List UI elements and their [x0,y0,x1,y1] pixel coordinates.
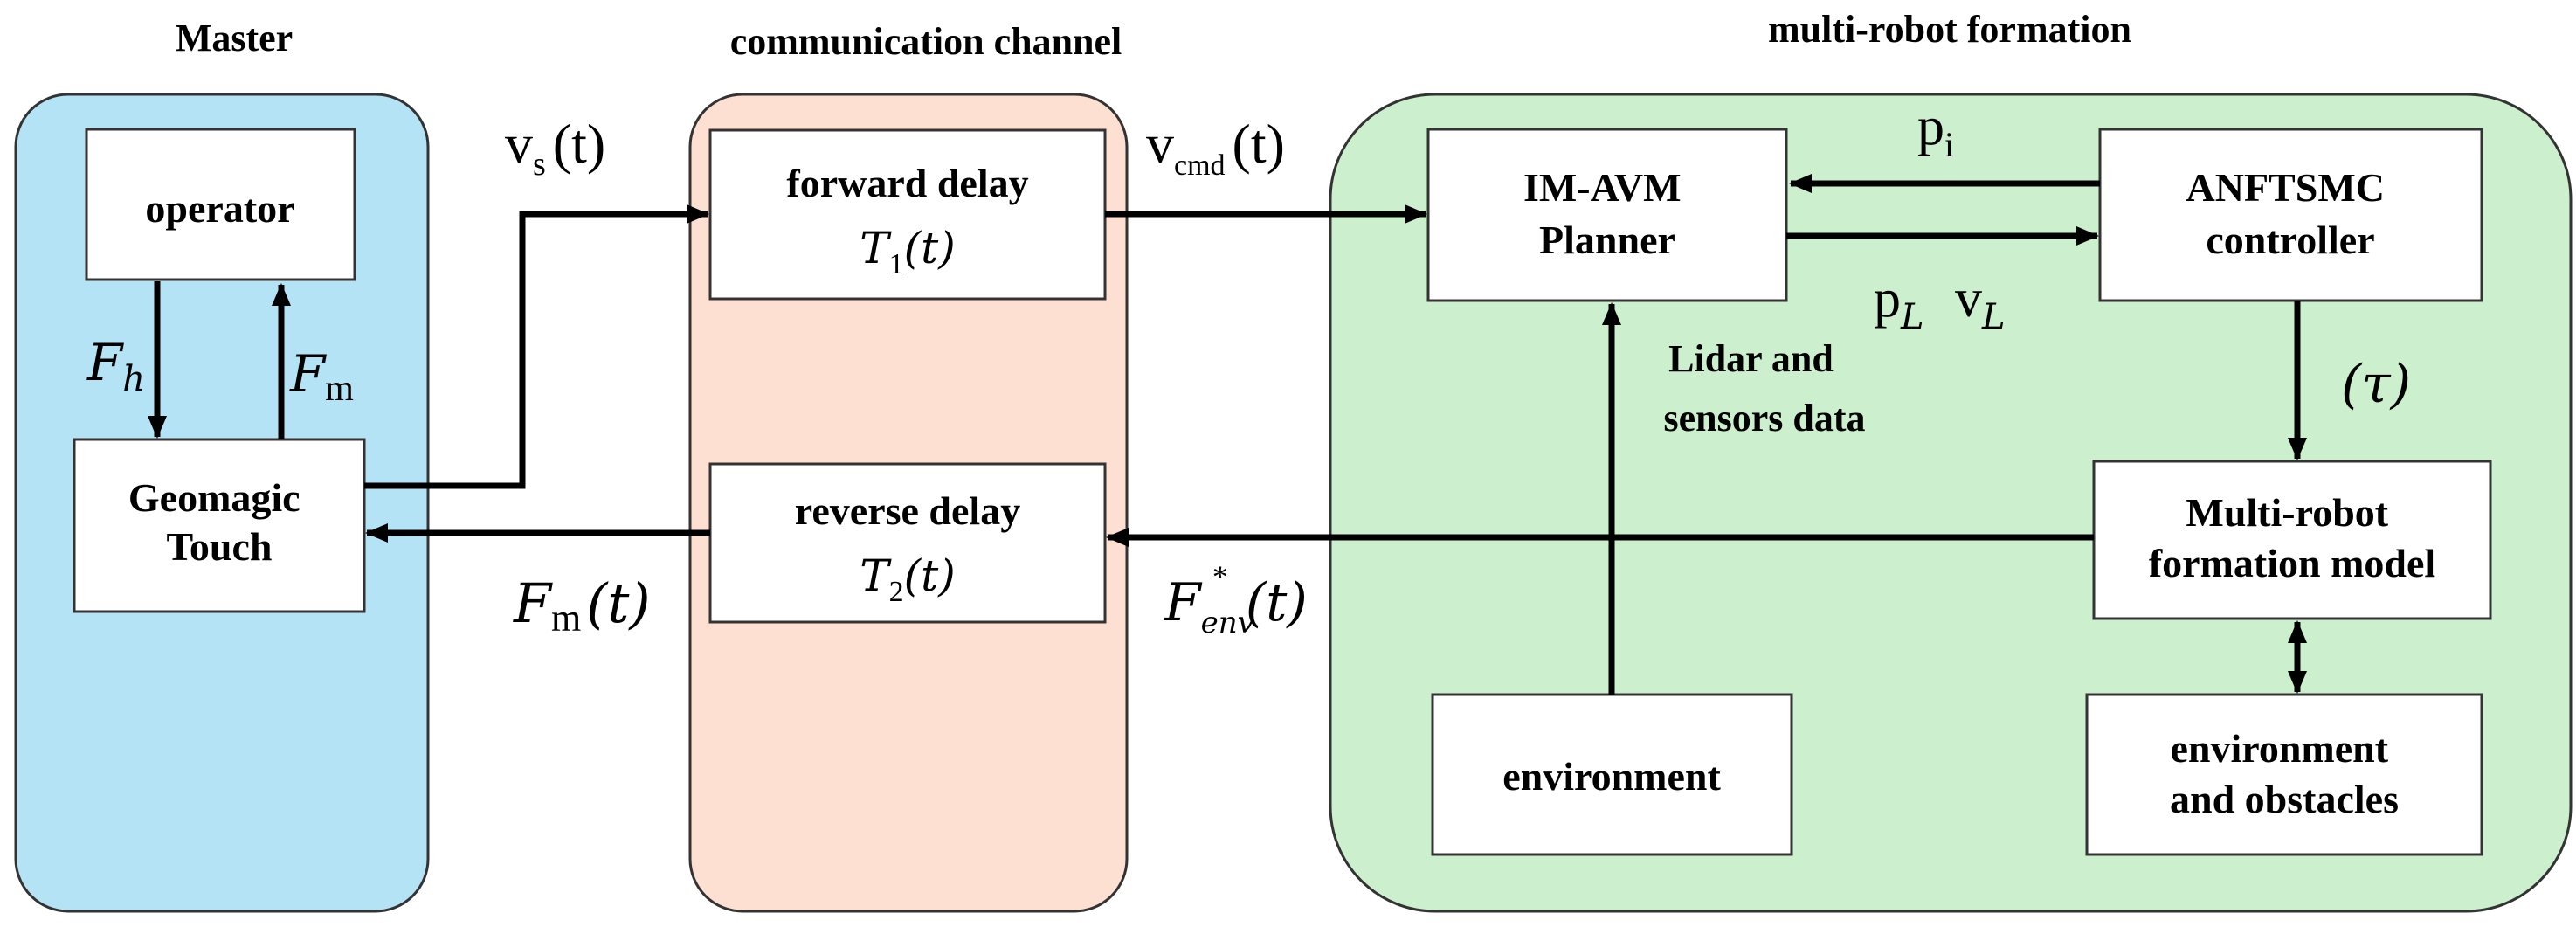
forward-delay-block: forward delay T1(t) [708,128,1107,301]
planner-label-line2: Planner [1539,218,1675,262]
formation-model-block: Multi-robot formation model [2092,460,2492,620]
reverse-delay-label: reverse delay [795,488,1020,533]
environment-obstacles-block: environment and obstacles [2085,693,2483,856]
svg-text:IM-AVM Planner: IM-AVM Planner [1523,165,1691,262]
svg-text:operator: operator [145,186,294,231]
vs-signal-arrow [364,204,709,489]
fm-label: Fm [289,344,354,409]
pi-label: pi [1917,97,1954,164]
fh-label: Fh [86,333,145,399]
vl-label: vL [1955,269,2006,337]
controller-label-line1: ANFTSMC [2186,165,2385,210]
reverse-delay-block: reverse delay T2(t) [708,462,1107,624]
reverse-delay-fn: T [860,550,892,601]
master-title: Master [176,17,293,59]
lidar-label: Lidar and sensors data [1663,337,1865,439]
planner-label-line1: IM-AVM [1523,165,1682,210]
svg-text:environment and obstacle: environment and obstacles [2170,726,2399,821]
controller-label-line2: controller [2206,218,2374,262]
svg-text:T1(t): T1(t) [860,223,955,280]
svg-text:T2(t): T2(t) [860,550,955,608]
svg-text:ANFTSMC controller: ANFTSMC controller [2186,165,2395,262]
forward-delay-label: forward delay [786,161,1028,205]
operator-label: operator [145,186,294,231]
vcmd-label: vcmd(t) [1146,113,1285,182]
vs-label: vs(t) [505,113,605,183]
environment-label: environment [1502,754,1721,799]
controller-block: ANFTSMC controller [2098,128,2483,302]
forward-delay-fn: T [860,223,892,273]
fenv-label: Fenv*(t) [1164,559,1308,640]
forward-delay-arg: (t) [904,223,956,273]
env-obstacles-label-line2: and obstacles [2170,777,2399,821]
geomagic-touch-block: Geomagic Touch [73,438,366,613]
fm-t-label: Fm(t) [513,571,651,640]
svg-text:Multi-robot formation mo: Multi-robot formation model [2149,490,2435,585]
planner-block: IM-AVM Planner [1426,128,1788,302]
formation-model-label-line1: Multi-robot [2186,490,2388,535]
formation-title: multi-robot formation [1768,8,2131,51]
operator-block: operator [85,128,356,281]
formation-model-label-line2: formation model [2149,541,2435,585]
tau-label: (τ) [2341,354,2411,415]
env-obstacles-label-line1: environment [2170,726,2388,771]
channel-title: communication channel [730,20,1122,63]
geomagic-label-line2: Touch [166,524,272,569]
geomagic-label-line1: Geomagic [128,475,300,520]
reverse-delay-arg: (t) [904,550,956,601]
forward-delay-sub: 1 [889,248,904,280]
pl-label: pL [1874,269,1924,337]
environment-block: environment [1431,693,1793,856]
svg-text:Geomagic Touch: Geomagic Touch [128,475,310,569]
reverse-delay-sub: 2 [889,576,904,608]
svg-text:environment: environment [1502,754,1721,799]
